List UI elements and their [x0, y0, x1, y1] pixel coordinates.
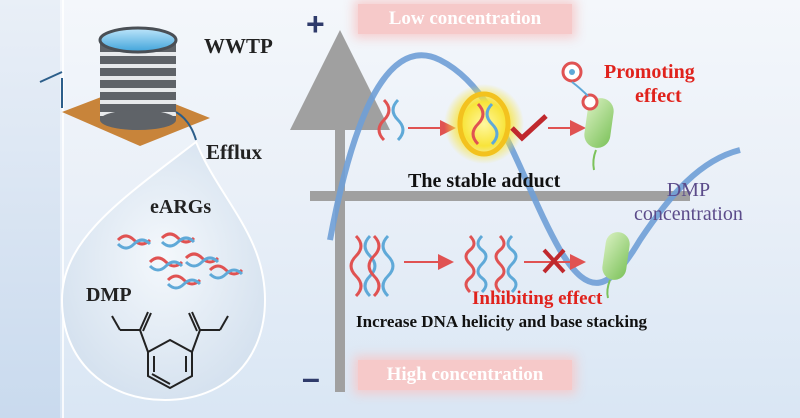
efflux-label: Efflux [206, 140, 263, 164]
eargs-dna-icon [116, 232, 244, 290]
bacteria-inhibited-icon [602, 232, 630, 299]
adduct-dna-icon [471, 102, 499, 146]
check-icon [510, 114, 548, 142]
promoting-line2: effect [635, 85, 682, 107]
left-panel [0, 0, 60, 418]
left-divider [62, 0, 64, 418]
stable-adduct-label: The stable adduct [408, 170, 561, 192]
dmp-structure-icon [111, 311, 229, 390]
dmp-concentration-label: DMP concentration [634, 178, 743, 226]
plus-sign: + [306, 6, 325, 42]
low-concentration-banner: Low concentration [358, 4, 572, 34]
concentration-response-curve [327, 52, 741, 286]
inhibiting-effect-label: Inhibiting effect [472, 288, 603, 309]
dmp-concentration-line2: concentration [634, 203, 743, 225]
cross-icon [542, 248, 566, 274]
wwtp-label: WWTP [204, 34, 273, 58]
lower-pathway [349, 232, 630, 299]
high-concentration-banner: High concentration [358, 360, 572, 390]
minus-sign: – [302, 360, 320, 396]
dna-pair-icon [349, 234, 395, 298]
increase-dna-label: Increase DNA helicity and base stacking [356, 312, 648, 331]
upper-pathway [377, 61, 614, 171]
promoting-line1: Promoting [604, 61, 695, 83]
dna-icon [377, 98, 405, 142]
dmp-label: DMP [86, 284, 132, 306]
promoting-effect-label: Promoting effect [604, 60, 695, 108]
dmp-concentration-line1: DMP [666, 179, 711, 201]
axes [290, 30, 690, 392]
wwtp-tank-icon [39, 26, 210, 146]
droplet-container [60, 140, 267, 402]
eargs-label: eARGs [150, 196, 212, 218]
bacteria-promoted-icon [561, 61, 614, 171]
dna-helicity-icon [464, 234, 518, 294]
